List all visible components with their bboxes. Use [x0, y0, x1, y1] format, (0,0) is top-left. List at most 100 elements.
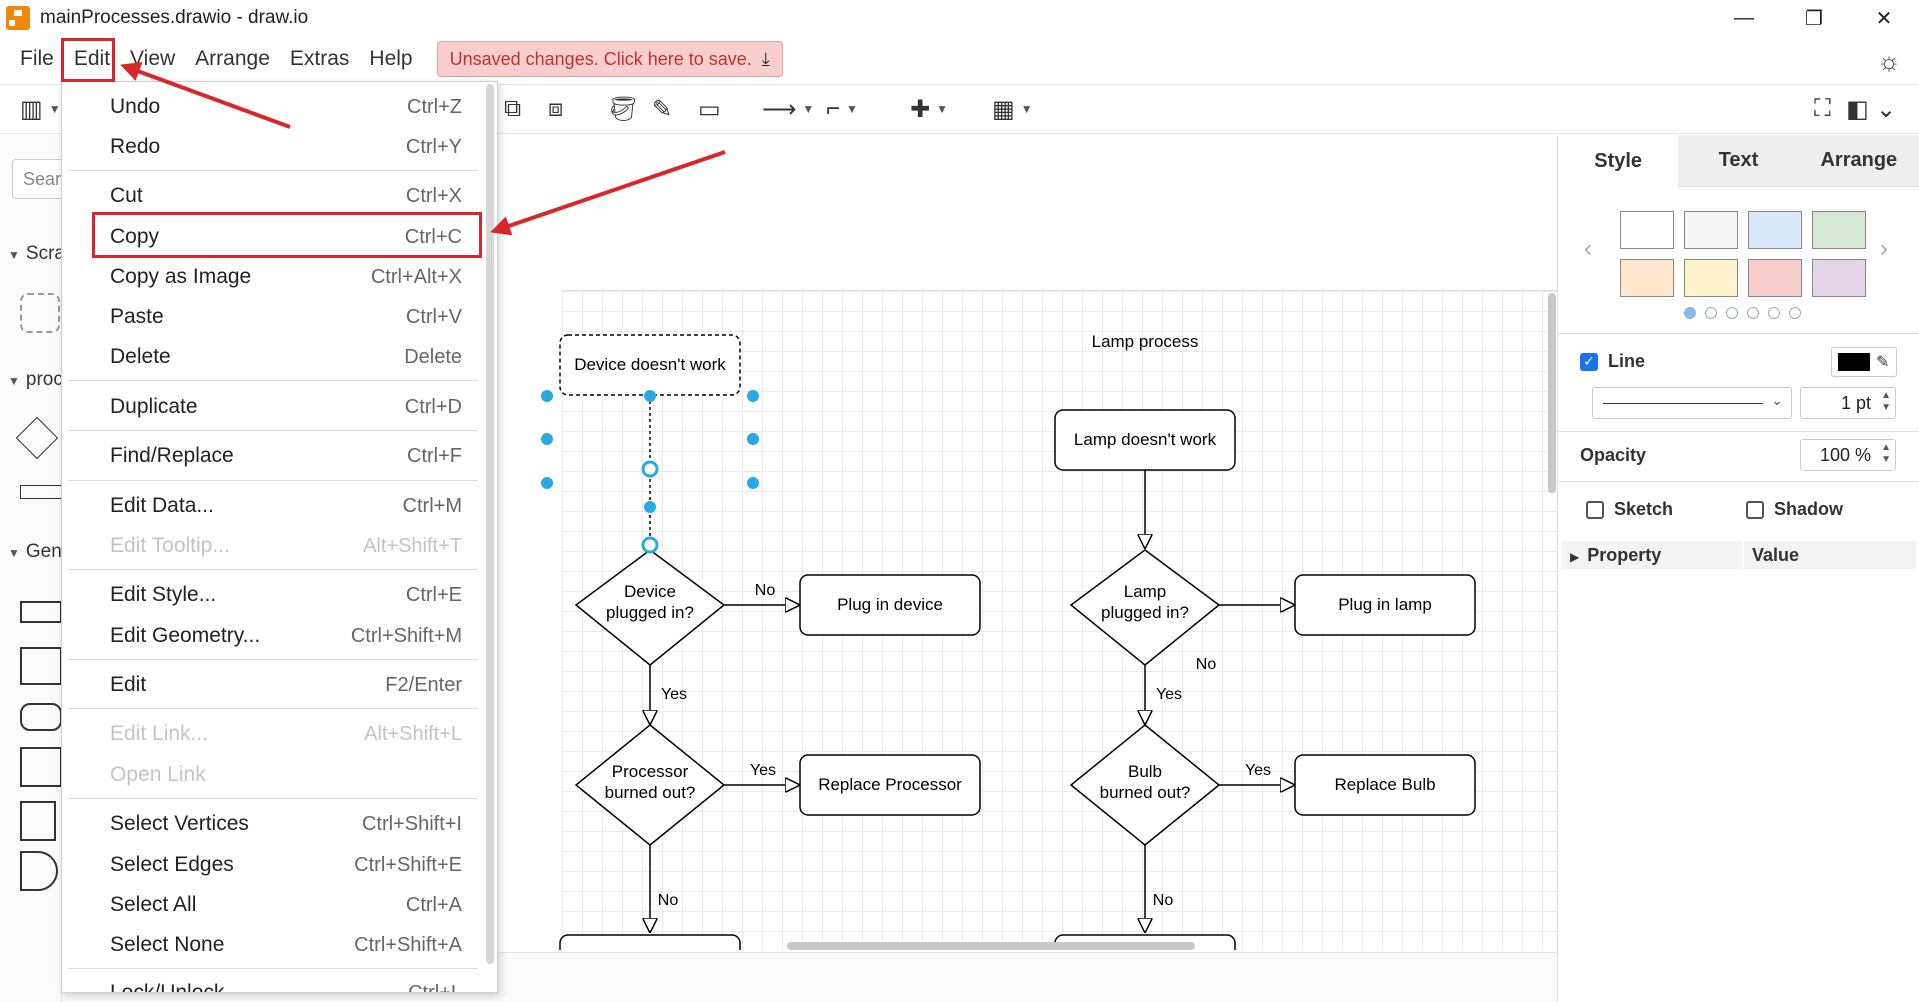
menu-separator [68, 170, 478, 171]
sidebar-section-processes[interactable]: ▼processes [8, 369, 62, 390]
insert-plus-icon[interactable]: ✚▼ [910, 95, 948, 123]
menu-separator [68, 430, 478, 431]
general-next-node[interactable] [559, 934, 741, 950]
swatch[interactable] [1812, 259, 1866, 297]
menu-bar: File Edit View Arrange Extras Help Unsav… [0, 38, 1919, 80]
shape-thumb-rect[interactable] [20, 485, 61, 499]
shadow-checkbox[interactable] [1746, 500, 1764, 519]
sidebar-section-general[interactable]: ▼General [8, 541, 62, 562]
swatch[interactable] [1620, 259, 1674, 297]
sidebar-section-scratchpad[interactable]: ▼Scratchpad [8, 243, 61, 264]
stepper-icon[interactable]: ▲▼ [1881, 390, 1891, 413]
opacity-input[interactable]: 100 % ▲▼ [1800, 439, 1896, 471]
menu-file[interactable]: File [20, 47, 54, 70]
line-color-icon[interactable]: ✎ [652, 95, 673, 123]
tab-arrange[interactable]: Arrange [1798, 135, 1919, 187]
selection-handles[interactable] [541, 390, 759, 554]
shape-thumb-diamond[interactable] [15, 416, 59, 460]
theme-sun-icon[interactable]: ☼ [1877, 46, 1901, 76]
fullscreen-icon[interactable]: ⛶ [1814, 95, 1831, 122]
canvas-horizontal-scrollbar[interactable] [787, 942, 1195, 950]
swatch[interactable] [1812, 211, 1866, 249]
shape-thumb-hexagon[interactable] [20, 703, 61, 731]
menu-item-edit-data[interactable]: Edit Data...Ctrl+M [110, 494, 462, 517]
line-width-input[interactable]: 1 pt ▲▼ [1800, 387, 1896, 419]
canvas-vertical-scrollbar[interactable] [1548, 293, 1556, 493]
page-dot[interactable] [1747, 307, 1759, 319]
page-dot[interactable] [1705, 307, 1717, 319]
shape-thumb-delay[interactable] [20, 851, 58, 891]
minimize-button[interactable]: — [1734, 6, 1754, 29]
menu-item-edit-geometry[interactable]: Edit Geometry...Ctrl+Shift+M [110, 624, 462, 647]
unsaved-changes-button[interactable]: Unsaved changes. Click here to save. ⤓ [436, 41, 783, 77]
format-panel-toggle-icon[interactable]: ▥▼ [20, 95, 61, 123]
swatch-prev-chevron-icon[interactable]: ‹ [1584, 235, 1592, 262]
page-dot[interactable] [1684, 307, 1696, 319]
waypoints-icon[interactable]: ⌐▼ [826, 95, 858, 122]
lamp-action1-node[interactable] [1294, 574, 1476, 636]
page-dot[interactable] [1789, 307, 1801, 319]
shape-thumb-note[interactable] [20, 801, 56, 841]
close-button[interactable]: ✕ [1875, 7, 1893, 30]
sketch-checkbox[interactable] [1586, 500, 1604, 519]
shape-thumb-rectangle[interactable] [20, 601, 61, 623]
menu-extras[interactable]: Extras [289, 47, 350, 70]
swatch[interactable] [1620, 211, 1674, 249]
table-icon[interactable]: ▦▼ [992, 95, 1033, 123]
property-header[interactable]: ▶Property [1570, 545, 1662, 565]
line-checkbox[interactable]: ✓ [1580, 352, 1598, 371]
menu-arrange[interactable]: Arrange [195, 47, 270, 70]
line-color-button[interactable]: ✎ [1831, 347, 1897, 377]
connection-icon[interactable]: ⟶▼ [762, 95, 815, 123]
swatch[interactable] [1748, 259, 1802, 297]
fill-color-icon[interactable]: 🪣︎ [608, 95, 639, 123]
to-back-icon[interactable]: ⧈ [548, 95, 564, 122]
shadow-icon[interactable]: ▭ [698, 95, 721, 123]
general-action1-node[interactable] [799, 574, 981, 636]
shape-thumb-list[interactable] [20, 747, 61, 787]
to-front-icon[interactable]: ⧉ [504, 95, 522, 122]
swatch-page-dots [1684, 307, 1801, 319]
drawio-app-icon [6, 6, 39, 30]
lamp-action2-node[interactable] [1294, 754, 1476, 816]
shape-thumb-square[interactable] [20, 647, 61, 685]
page-dot[interactable] [1768, 307, 1780, 319]
toggle-panel-icon[interactable]: ◧ [1846, 95, 1869, 123]
swatch[interactable] [1684, 211, 1738, 249]
stepper-icon[interactable]: ▲▼ [1881, 442, 1891, 465]
swatch[interactable] [1684, 259, 1738, 297]
menu-scrollbar[interactable] [486, 84, 494, 964]
scratchpad-drop-area[interactable] [20, 293, 60, 333]
maximize-button[interactable]: ❐ [1805, 7, 1823, 30]
menu-help[interactable]: Help [369, 47, 413, 70]
swatch-next-chevron-icon[interactable]: › [1880, 235, 1888, 262]
collapse-chevron-icon[interactable]: ⌄ [1876, 95, 1897, 123]
menu-item-edit-style[interactable]: Edit Style...Ctrl+E [110, 583, 462, 606]
line-pattern-select[interactable]: ⌄ [1592, 387, 1792, 419]
general-action2-node[interactable] [799, 754, 981, 816]
general-start-node[interactable] [559, 334, 741, 396]
tab-style[interactable]: Style [1558, 135, 1679, 187]
menu-view[interactable]: View [130, 47, 176, 70]
tab-text[interactable]: Text [1678, 135, 1799, 187]
shape-search-input[interactable]: Search [12, 159, 61, 199]
swatch[interactable] [1748, 211, 1802, 249]
toolbar: ▥▼ ⧉ ⧈ 🪣︎ ✎ ▭ ⟶▼ ⌐▼ ✚▼ ▦▼ ⛶ ◧ ⌄ [0, 84, 1919, 134]
menu-edit[interactable]: Edit [73, 47, 111, 70]
page-dot[interactable] [1726, 307, 1738, 319]
